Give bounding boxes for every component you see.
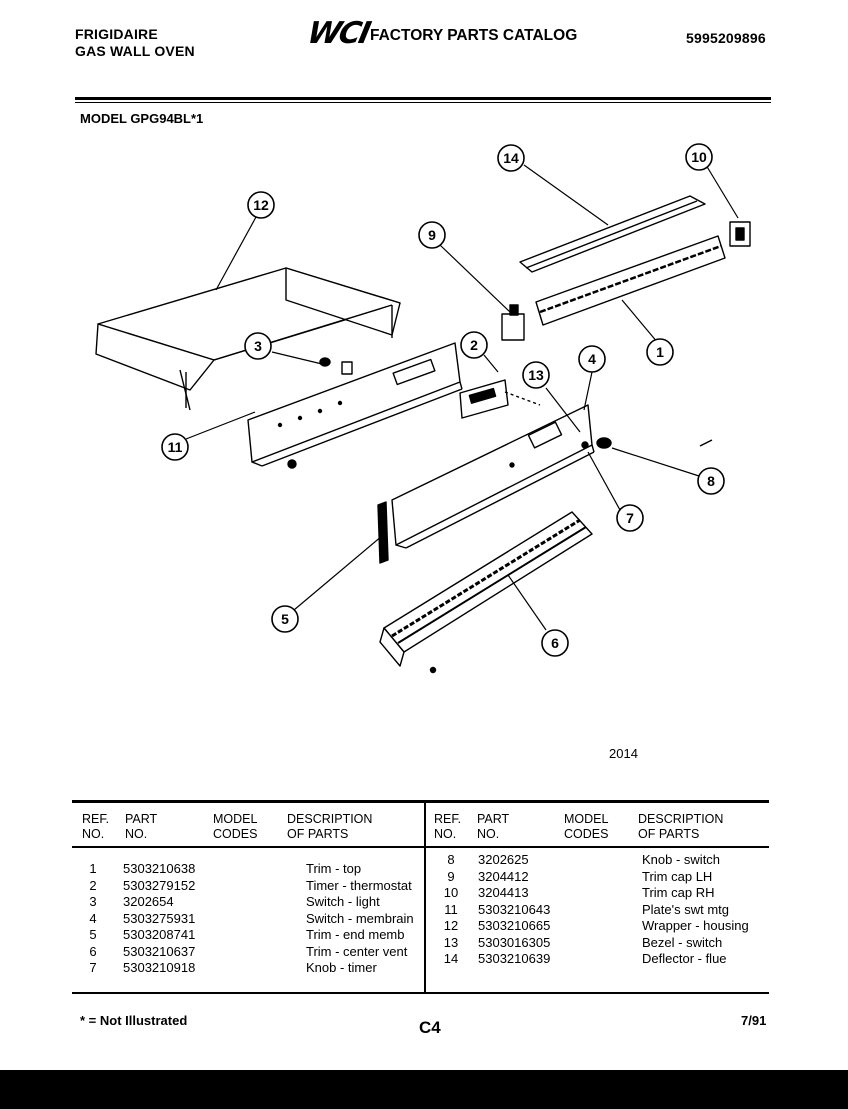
timer-knob-part <box>581 441 589 449</box>
trim-cap-lh-part <box>501 304 525 341</box>
callout-label: 12 <box>253 197 269 213</box>
col-header-ref: REF.NO. <box>82 812 110 841</box>
exploded-parts-diagram: 1 2 3 4 5 6 7 8 9 10 11 12 13 14 <box>95 143 751 674</box>
callout-circle-4 <box>578 345 606 373</box>
callout-label: 2 <box>470 337 478 353</box>
callout-label: 13 <box>528 367 544 383</box>
callout-label: 8 <box>707 473 715 489</box>
header-rule-thin <box>75 102 771 103</box>
callout-circle-14 <box>497 144 525 172</box>
switch-knob-part <box>596 437 612 449</box>
brand-name: FRIGIDAIRE <box>75 26 158 42</box>
callout-circle-2 <box>460 331 488 359</box>
catalog-number: 5995209896 <box>686 30 766 46</box>
end-trim-part <box>377 501 389 564</box>
scan-edge-bar <box>0 1070 848 1109</box>
callout-circle-3 <box>244 332 272 360</box>
not-illustrated-note: * = Not Illustrated <box>80 1013 188 1028</box>
callout-label: 10 <box>691 149 707 165</box>
table-header-rule <box>72 846 769 848</box>
callout-label: 1 <box>656 344 664 360</box>
table-bottom-rule <box>72 992 769 994</box>
figure-number: 2014 <box>609 746 638 761</box>
callout-circle-10 <box>685 143 713 171</box>
membrane-switch-part <box>391 404 595 549</box>
callout-circle-5 <box>271 605 299 633</box>
callout-label: 7 <box>626 510 634 526</box>
callout-circle-1 <box>646 338 674 366</box>
revision-date: 7/91 <box>741 1013 767 1028</box>
top-trim-part <box>535 235 726 326</box>
catalog-title: FACTORY PARTS CATALOG <box>370 27 578 44</box>
callout-circle-8 <box>697 467 725 495</box>
switch-plate-part <box>247 342 463 469</box>
product-name: GAS WALL OVEN <box>75 43 195 59</box>
header-rule-thick <box>75 97 771 100</box>
callout-label: 11 <box>168 439 183 455</box>
page-number: C4 <box>419 1018 441 1037</box>
center-vent-trim-part <box>379 511 593 674</box>
callout-label: 4 <box>588 351 596 367</box>
trim-cap-rh-part <box>729 221 751 247</box>
light-switch-part <box>319 357 353 375</box>
callout-label: 5 <box>281 611 289 627</box>
timer-thermostat-part <box>459 379 541 419</box>
model-label: MODEL GPG94BL*1 <box>80 111 204 126</box>
callout-label: 3 <box>254 338 262 354</box>
table-center-divider <box>424 800 426 992</box>
wrapper-housing-part <box>95 267 401 411</box>
table-top-rule <box>72 800 769 803</box>
callout-circle-11 <box>161 433 189 461</box>
callout-label: 14 <box>503 150 519 166</box>
callout-circle-13 <box>522 361 550 389</box>
callout-label: 6 <box>551 635 559 651</box>
callout-circle-9 <box>418 221 446 249</box>
col-header-ref: REF.NO. <box>434 812 462 841</box>
callout-circle-6 <box>541 629 569 657</box>
flue-deflector-part <box>519 195 706 273</box>
callout-circle-7 <box>616 504 644 532</box>
callout-label: 9 <box>428 227 436 243</box>
callout-circle-12 <box>247 191 275 219</box>
